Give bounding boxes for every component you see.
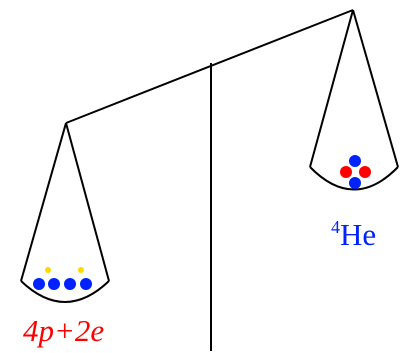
nucleus-neutron [359,166,371,178]
proton-dot [80,278,92,290]
right-pan: 4He [309,9,399,252]
electron-dot [78,267,84,273]
left-pan-label: 4p+2e [23,313,104,348]
scale-beam [65,9,354,124]
proton-dot [48,278,60,290]
right-pan-string-right [352,9,399,168]
nucleus-neutron [340,166,352,178]
proton-dot [64,278,76,290]
right-pan-label: 4He [331,217,376,252]
proton-dot [33,278,45,290]
left-pan-string-right [65,122,110,282]
right-pan-label-element: He [340,217,376,252]
right-pan-string-left [309,9,354,168]
helium-nucleus [340,155,371,189]
left-pan: 4p+2e [20,122,110,348]
nucleus-proton [349,155,361,167]
electron-dot [45,267,51,273]
left-pan-bowl [20,280,110,303]
right-pan-label-mass-number: 4 [331,217,340,237]
right-pan-bowl [309,166,399,191]
nucleus-proton [349,177,361,189]
left-pan-string-left [20,122,67,282]
